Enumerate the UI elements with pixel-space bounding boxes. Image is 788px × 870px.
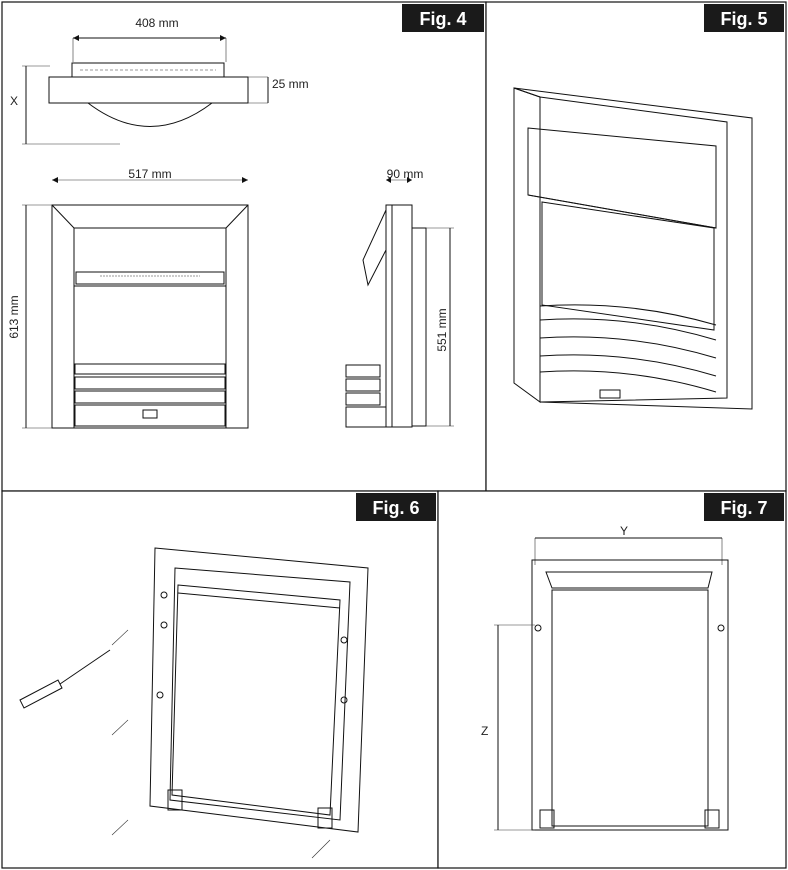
fig5-label: Fig. 5 xyxy=(704,4,784,32)
svg-text:Fig. 7: Fig. 7 xyxy=(720,498,767,518)
svg-text:Fig. 6: Fig. 6 xyxy=(372,498,419,518)
fig6-label: Fig. 6 xyxy=(356,493,436,521)
dim-408: 408 mm xyxy=(135,16,178,30)
dim-551: 551 mm xyxy=(435,308,449,351)
dim-613: 613 mm xyxy=(7,295,21,338)
fig4-top-view: 408 mm 25 mm X xyxy=(10,16,309,145)
fig5-perspective-fire xyxy=(513,87,753,410)
fig4-label: Fig. 4 xyxy=(402,4,484,32)
fig7-back-view: Y Z xyxy=(481,524,729,831)
fig4-front-view: 517 mm 613 mm xyxy=(7,167,249,429)
fig4-side-view: 90 mm 551 mm xyxy=(345,167,454,428)
panel-fig5 xyxy=(485,1,787,492)
dim-z: Z xyxy=(481,724,488,738)
svg-text:Fig. 5: Fig. 5 xyxy=(720,9,767,29)
fig7-label: Fig. 7 xyxy=(704,493,784,521)
dim-x: X xyxy=(10,94,18,108)
dim-y: Y xyxy=(620,524,628,538)
panel-fig7 xyxy=(437,490,787,869)
panel-fig4 xyxy=(1,1,487,492)
screwdriver-icon xyxy=(19,649,111,709)
fig6-assembly xyxy=(19,547,369,859)
dim-90: 90 mm xyxy=(387,167,424,181)
dim-25: 25 mm xyxy=(272,77,309,91)
dim-517: 517 mm xyxy=(128,167,171,181)
svg-text:Fig. 4: Fig. 4 xyxy=(419,9,466,29)
